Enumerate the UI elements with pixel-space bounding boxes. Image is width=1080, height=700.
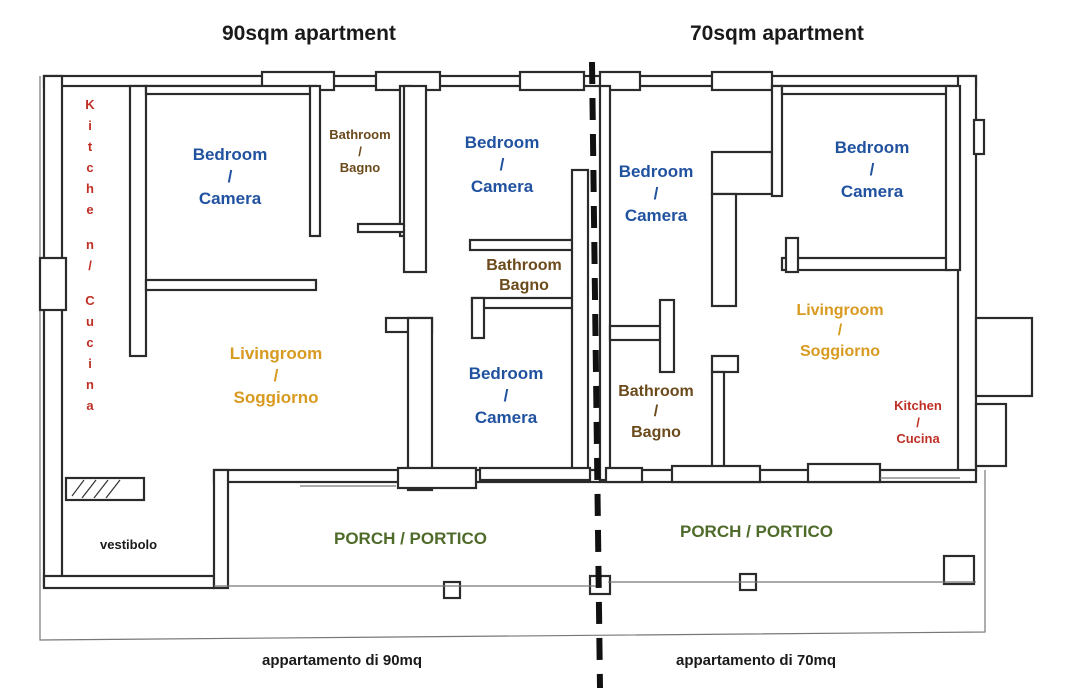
letter: a — [86, 398, 94, 413]
room-name: Bathroom — [618, 383, 694, 400]
room-separator: / — [869, 159, 875, 179]
room-name: Bedroom — [618, 162, 694, 181]
room-label-bedroom-2: Bedroom / Camera — [452, 132, 552, 197]
room-label-vestibolo: vestibolo — [100, 537, 158, 552]
room-name-it: Camera — [474, 407, 538, 427]
room-label-kitchen-2: Kitchen / Cucina — [884, 398, 952, 448]
room-name-it: Camera — [198, 188, 262, 208]
room-separator: / — [227, 166, 233, 186]
room-label-porch-1: PORCH / PORTICO — [334, 529, 488, 548]
apartment-divider — [589, 61, 603, 689]
room-name: Livingroom — [229, 344, 323, 363]
letter: n — [86, 237, 94, 252]
room-name: Livingroom — [796, 302, 884, 319]
room-label-bedroom-4: Bedroom / Camera — [606, 161, 706, 226]
interior-walls-left — [128, 84, 592, 492]
room-label-bedroom-5: Bedroom / Camera — [822, 137, 922, 202]
kitchen-vertical-label: K i t c h e n / C u c i n a — [80, 94, 100, 416]
room-separator: / — [916, 414, 920, 430]
letter: h — [86, 181, 94, 196]
room-name-it: Cucina — [896, 431, 940, 447]
heading-left-apartment: 90sqm apartment — [222, 22, 396, 45]
letter: / — [88, 258, 92, 273]
room-name-it: Bagno — [339, 160, 381, 176]
letter: u — [86, 314, 94, 329]
room-label-bathroom-2: Bathroom Bagno — [474, 256, 574, 297]
letter: c — [86, 335, 94, 350]
room-separator: / — [503, 385, 509, 405]
room-name-it: Bagno — [631, 423, 681, 441]
room-name-it: Bagno — [499, 277, 549, 295]
room-label-bedroom-1: Bedroom / Camera — [180, 144, 280, 209]
room-name: Bathroom — [329, 127, 391, 142]
room-name-it: Soggiorno — [800, 342, 880, 360]
letter: i — [88, 118, 92, 133]
room-separator: / — [837, 322, 843, 340]
room-name-it: Camera — [840, 181, 904, 201]
room-name: Bathroom — [486, 257, 562, 274]
heading-right-apartment: 70sqm apartment — [690, 22, 864, 45]
room-name: Bedroom — [464, 133, 540, 152]
room-name: Kitchen — [894, 398, 942, 413]
room-label-livingroom-1: Livingroom / Soggiorno — [216, 343, 336, 408]
footer-right-apartment: appartamento di 70mq — [676, 652, 837, 669]
room-name: Bedroom — [192, 145, 268, 164]
porch-elements — [64, 476, 976, 600]
room-name-it: Camera — [470, 176, 534, 196]
room-separator: / — [653, 403, 659, 421]
letter: K — [85, 97, 95, 112]
room-label-bathroom-1: Bathroom / Bagno — [320, 127, 400, 177]
room-separator: / — [653, 183, 659, 203]
footer-left-apartment: appartamento di 90mq — [262, 652, 423, 669]
letter: i — [88, 356, 92, 371]
room-label-livingroom-2: Livingroom / Soggiorno — [780, 301, 900, 362]
letter: c — [86, 160, 94, 175]
letter: n — [86, 377, 94, 392]
room-name: Bedroom — [468, 364, 544, 383]
room-separator: / — [273, 365, 279, 385]
letter: C — [85, 293, 95, 308]
room-name: Bedroom — [834, 138, 910, 157]
letter: e — [86, 202, 94, 217]
room-label-bathroom-3: Bathroom / Bagno — [606, 382, 706, 443]
room-label-bedroom-3: Bedroom / Camera — [456, 363, 556, 428]
room-separator: / — [358, 143, 362, 159]
room-name-it: Camera — [624, 205, 688, 225]
room-label-porch-2: PORCH / PORTICO — [680, 522, 834, 541]
letter: t — [87, 139, 93, 154]
room-separator: / — [499, 154, 505, 174]
room-name-it: Soggiorno — [233, 387, 319, 407]
interior-walls-right — [598, 84, 962, 484]
